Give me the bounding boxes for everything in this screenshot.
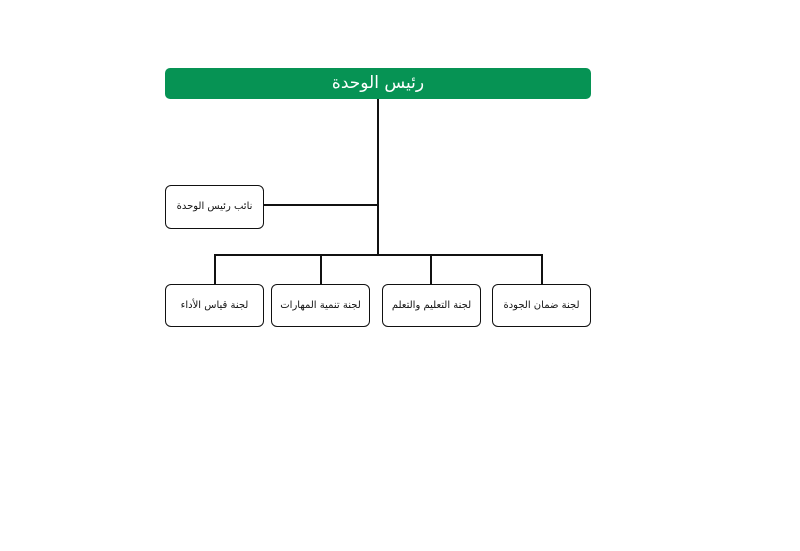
committee-drop-line-3 <box>430 254 432 285</box>
committees-horizontal-connector <box>214 254 542 256</box>
deputy-head-box: نائب رئيس الوحدة <box>165 185 264 229</box>
head-vertical-connector <box>377 99 379 255</box>
committee-quality-assurance-box: لجنة ضمان الجودة <box>492 284 591 327</box>
committee-drop-line-1 <box>214 254 216 285</box>
committee-performance-measurement-box: لجنة قياس الأداء <box>165 284 264 327</box>
committee-drop-line-2 <box>320 254 322 285</box>
committee-skills-development-box: لجنة تنمية المهارات <box>271 284 370 327</box>
unit-head-box: رئيس الوحدة <box>165 68 591 99</box>
committee-teaching-learning-box: لجنة التعليم والتعلم <box>382 284 481 327</box>
deputy-connector <box>263 204 378 206</box>
committee-drop-line-4 <box>541 254 543 285</box>
